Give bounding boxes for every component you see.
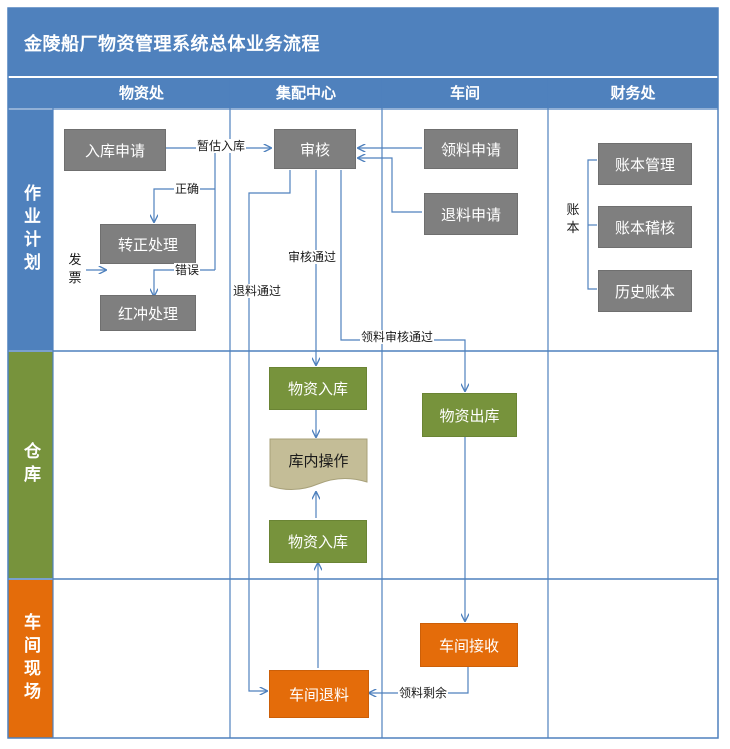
lane-label-plan: 作业计划 bbox=[20, 184, 40, 276]
ledger-audit-box: 账本稽核 bbox=[598, 206, 692, 248]
label-ledger: 账本 bbox=[566, 203, 580, 236]
column-header-workshop: 车间 bbox=[449, 84, 480, 102]
outer-border bbox=[7, 7, 719, 739]
stock-out-box: 物资出库 bbox=[422, 393, 517, 437]
label-review-passed: 审核通过 bbox=[287, 250, 338, 264]
correction-box: 转正处理 bbox=[100, 224, 196, 264]
material-request-box: 领料申请 bbox=[424, 129, 518, 169]
column-header-finance: 财务处 bbox=[610, 84, 656, 102]
workshop-receive-box: 车间接收 bbox=[420, 623, 518, 667]
lane-header-plan: 作业计划 bbox=[8, 110, 53, 350]
arrow-return-to-review bbox=[358, 158, 422, 213]
history-ledger-box: 历史账本 bbox=[598, 270, 692, 312]
label-material-review-passed: 领料审核通过 bbox=[360, 330, 435, 344]
stock-in-box-2: 物资入库 bbox=[269, 520, 367, 563]
label-error: 错误 bbox=[174, 263, 201, 277]
lane-header-warehouse: 仓库 bbox=[8, 352, 53, 578]
red-reversal-box: 红冲处理 bbox=[100, 295, 196, 331]
label-return-passed: 退料通过 bbox=[232, 284, 283, 298]
diagram-title: 金陵船厂物资管理系统总体业务流程 bbox=[24, 34, 320, 55]
lane-label-site: 车间现场 bbox=[20, 613, 40, 705]
arrow-review-to-return bbox=[248, 170, 291, 691]
review-box: 审核 bbox=[274, 129, 356, 169]
ledger-manage-box: 账本管理 bbox=[598, 143, 692, 185]
title-bar: 金陵船厂物资管理系统总体业务流程 bbox=[8, 8, 718, 76]
workshop-return-box: 车间退料 bbox=[269, 670, 369, 718]
stock-in-box-1: 物资入库 bbox=[269, 367, 367, 410]
label-correct: 正确 bbox=[174, 182, 201, 196]
label-provisional-inbound: 暂估入库 bbox=[196, 139, 247, 153]
in-warehouse-ops-label: 库内操作 bbox=[288, 451, 349, 470]
return-request-box: 退料申请 bbox=[424, 193, 518, 235]
lane-header-site: 车间现场 bbox=[8, 580, 53, 738]
label-material-remaining: 领料剩余 bbox=[398, 686, 449, 700]
column-header-bar bbox=[8, 78, 718, 108]
column-header-material-dept: 物资处 bbox=[118, 84, 164, 102]
inbound-request-box: 入库申请 bbox=[64, 129, 166, 171]
lane-label-warehouse: 仓库 bbox=[20, 442, 40, 488]
column-header-distribution-center: 集配中心 bbox=[275, 84, 336, 102]
in-warehouse-ops-shape bbox=[269, 438, 368, 490]
label-invoice: 发票 bbox=[68, 253, 82, 286]
